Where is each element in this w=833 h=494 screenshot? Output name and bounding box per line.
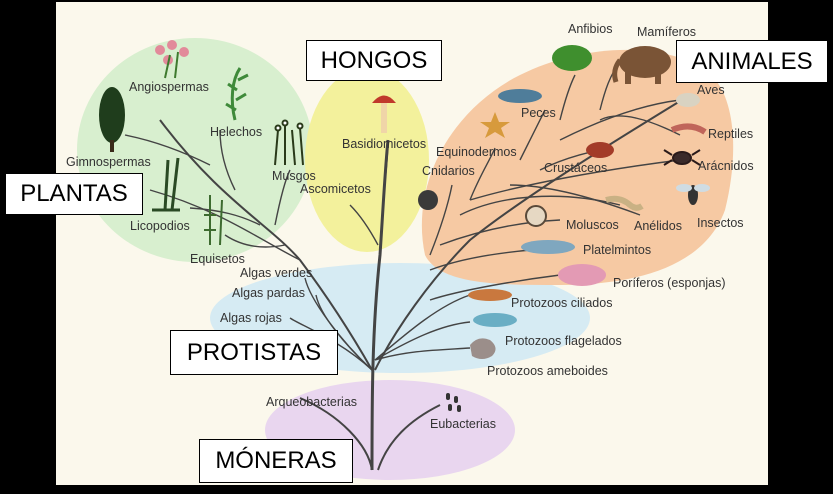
animales-region	[421, 49, 734, 285]
kingdom-label-animales: ANIMALES	[676, 40, 828, 83]
label-insectos: Insectos	[697, 216, 744, 230]
label-protozoos-flagelados: Protozoos flagelados	[505, 334, 622, 348]
label-crustaceos: Crustáceos	[544, 161, 607, 175]
lycopod-icon	[152, 157, 180, 212]
fern-icon	[225, 67, 249, 121]
label-protozoos-ciliados: Protozoos ciliados	[511, 296, 612, 310]
sponge-icon	[558, 264, 606, 286]
label-poriferos: Poríferos (esponjas)	[613, 276, 726, 290]
snail-icon	[525, 205, 547, 227]
label-peces: Peces	[521, 106, 556, 120]
mushroom-icon	[372, 95, 396, 133]
kingdom-label-moneras: MÓNERAS	[199, 439, 353, 483]
starfish-icon	[480, 112, 510, 138]
annelid-icon	[605, 195, 644, 211]
horsetail-icon	[204, 195, 223, 246]
label-moluscos: Moluscos	[566, 218, 619, 232]
amoeba-icon	[470, 338, 496, 359]
flatworm-icon	[521, 240, 575, 254]
kingdom-label-plantas: PLANTAS	[5, 173, 143, 215]
taxon-labels: Angiospermas Helechos Gimnospermas Musgo…	[66, 22, 754, 431]
label-anelidos: Anélidos	[634, 219, 682, 233]
insect-icon	[676, 184, 710, 205]
label-basidiomicetos: Basidiomicetos	[342, 137, 426, 151]
label-algas-verdes: Algas verdes	[240, 266, 312, 280]
label-licopodios: Licopodios	[130, 219, 190, 233]
flagellate-icon	[473, 313, 517, 327]
flower-icon	[155, 40, 189, 79]
ciliate-icon	[468, 289, 512, 301]
conifer-icon	[99, 87, 125, 143]
bird-icon	[676, 93, 700, 107]
label-gimnospermas: Gimnospermas	[66, 155, 151, 169]
cnidarian-icon	[418, 190, 438, 210]
label-platelmintos: Platelmintos	[583, 243, 651, 257]
label-angiospermas: Angiospermas	[129, 80, 209, 94]
label-ascomicetos: Ascomicetos	[300, 182, 371, 196]
hongos-region	[305, 68, 429, 252]
elephant-icon	[612, 46, 671, 84]
label-algas-pardas: Algas pardas	[232, 286, 305, 300]
label-aracnidos: Arácnidos	[698, 159, 754, 173]
crustacean-icon	[586, 142, 614, 158]
label-equinodermos: Equinodermos	[436, 145, 517, 159]
moss-icon	[274, 119, 304, 166]
frog-icon	[552, 45, 592, 71]
label-eubacterias: Eubacterias	[430, 417, 496, 431]
label-protozoos-ameboides: Protozoos ameboides	[487, 364, 608, 378]
reptile-icon	[670, 123, 707, 135]
arachnid-icon	[663, 149, 701, 166]
label-musgos: Musgos	[272, 169, 316, 183]
label-anfibios: Anfibios	[568, 22, 612, 36]
label-mamiferos: Mamíferos	[637, 25, 696, 39]
label-arqueobacterias: Arqueobacterias	[266, 395, 357, 409]
bacteria-icon	[446, 393, 461, 412]
label-helechos: Helechos	[210, 125, 262, 139]
label-equisetos: Equisetos	[190, 252, 245, 266]
organism-icons	[99, 40, 710, 412]
label-aves: Aves	[697, 83, 725, 97]
kingdom-label-protistas: PROTISTAS	[170, 330, 338, 375]
fish-icon	[498, 89, 542, 103]
kingdom-label-hongos: HONGOS	[306, 40, 442, 81]
label-reptiles: Reptiles	[708, 127, 753, 141]
label-cnidarios: Cnidarios	[422, 164, 475, 178]
label-algas-rojas: Algas rojas	[220, 311, 282, 325]
tree-branches	[124, 61, 691, 471]
